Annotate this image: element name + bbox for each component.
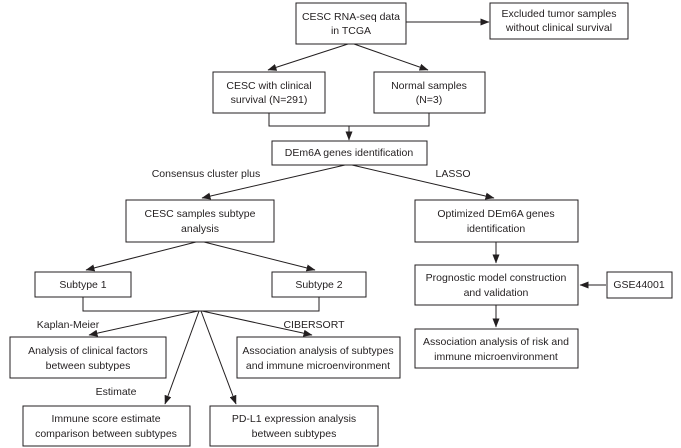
node-dem6a-genes: DEm6A genes identification [271,140,428,166]
node-immune-score-line-1: comparison between subtypes [35,428,177,440]
node-cesc-rnaseq-line-0: CESC RNA-seq data [302,11,400,23]
node-pdl1-expression: PD-L1 expression analysis between subtyp… [209,405,379,447]
node-normal-samples-line-1: (N=3) [416,94,443,106]
node-excluded-tumor: Excluded tumor samples without clinical … [489,2,629,40]
node-immune-score-line-0: Immune score estimate [51,413,160,425]
node-clinical-factors: Analysis of clinical factors between sub… [9,336,167,379]
edge-subtype-analysis-to-subtype2 [203,241,316,272]
edge-labels: Consensus cluster plus LASSO Kaplan-Meie… [37,168,471,398]
node-cesc-subtype-analysis-line-1: analysis [181,223,219,235]
node-optimized-dem6a-line-1: identification [467,223,526,235]
node-prognostic-model: Prognostic model construction and valida… [414,264,579,306]
node-cesc-subtype-analysis-line-0: CESC samples subtype [145,208,256,220]
node-cesc-clinical-line-1: survival (N=291) [231,94,308,106]
edge-label-cibersort: CIBERSORT [283,319,345,331]
edge-junction-to-assoc-subtypes [201,310,313,337]
node-optimized-dem6a: Optimized DEm6A genes identification [414,199,579,243]
node-subtype-2: Subtype 2 [271,271,367,298]
nodes: CESC RNA-seq data in TCGA Excluded tumor… [9,2,673,447]
edge-dem6a-to-optimized [351,164,495,200]
node-assoc-subtypes-immune-line-1: and immune microenvironment [246,360,390,372]
edge-label-consensus-cluster-plus: Consensus cluster plus [152,168,261,180]
edge-label-kaplan-meier: Kaplan-Meier [37,319,100,331]
node-dem6a-genes-line-0: DEm6A genes identification [285,147,414,159]
node-clinical-factors-line-1: between subtypes [46,360,131,372]
node-cesc-clinical-line-0: CESC with clinical [226,80,311,92]
edge-normal-down [349,113,430,127]
edge-subtype1-down [82,297,200,312]
node-optimized-dem6a-line-0: Optimized DEm6A genes [437,208,554,220]
edge-junction-to-pdl1 [200,310,237,405]
node-excluded-tumor-line-1: without clinical survival [505,22,612,34]
edge-rnaseq-to-cesc-clinical [267,43,349,71]
node-clinical-factors-line-0: Analysis of clinical factors [28,345,148,357]
edge-junction-to-immune-score [164,310,200,405]
edge-subtype-analysis-to-subtype1 [85,241,197,272]
connectors [82,18,606,405]
edge-cesc-clinical-down [268,113,349,127]
node-normal-samples-line-0: Normal samples [391,80,467,92]
edge-rnaseq-to-normal [353,43,429,71]
node-assoc-subtypes-immune-line-0: Association analysis of subtypes [242,345,393,357]
edge-label-lasso: LASSO [435,168,470,180]
node-subtype-2-line-0: Subtype 2 [295,279,342,291]
node-cesc-rnaseq: CESC RNA-seq data in TCGA [295,2,407,45]
node-prognostic-model-line-1: and validation [464,287,529,299]
node-gse44001: GSE44001 [606,271,673,299]
node-prognostic-model-line-0: Prognostic model construction [426,272,567,284]
node-cesc-rnaseq-line-1: in TCGA [331,25,371,37]
node-gse44001-line-0: GSE44001 [613,279,665,291]
node-subtype-1-line-0: Subtype 1 [59,279,106,291]
edge-label-estimate: Estimate [96,386,137,398]
node-assoc-risk-immune-line-0: Association analysis of risk and [423,336,569,348]
node-assoc-subtypes-immune: Association analysis of subtypes and imm… [236,336,401,379]
edge-subtype2-down [200,297,320,312]
node-subtype-1: Subtype 1 [34,271,132,298]
edge-dem6a-to-subtype-analysis [201,164,346,200]
node-excluded-tumor-line-0: Excluded tumor samples [502,8,617,20]
node-cesc-subtype-analysis: CESC samples subtype analysis [125,199,275,243]
node-pdl1-expression-line-0: PD-L1 expression analysis [232,413,356,425]
edge-junction-to-clinical-factors [88,310,199,337]
node-pdl1-expression-line-1: between subtypes [252,428,337,440]
node-normal-samples: Normal samples (N=3) [373,71,486,114]
node-immune-score: Immune score estimate comparison between… [22,405,191,447]
node-assoc-risk-immune: Association analysis of risk and immune … [414,328,579,369]
node-assoc-risk-immune-line-1: immune microenvironment [434,351,558,363]
node-cesc-clinical: CESC with clinical survival (N=291) [212,71,326,114]
